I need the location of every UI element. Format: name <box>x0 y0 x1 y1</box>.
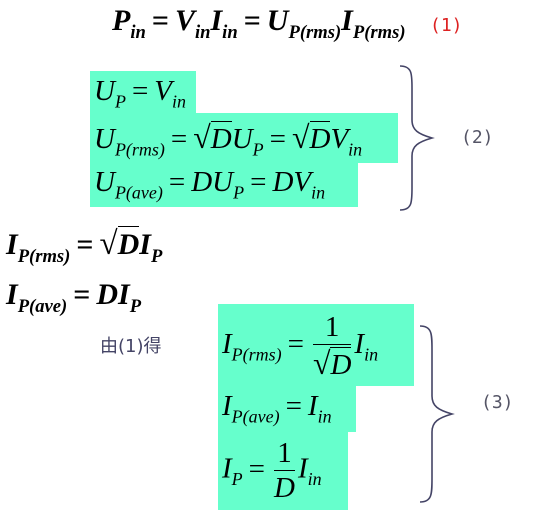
group-3-row-2: IP(ave)=Iin <box>222 390 332 427</box>
group-3-row-1-fraction: 1√D <box>312 311 352 382</box>
group-2-highlight-row-1 <box>90 71 196 113</box>
group-3-label: (3) <box>481 392 514 413</box>
group-2-label: (2) <box>461 127 494 148</box>
derive-note: 由(1)得 <box>100 336 162 357</box>
equation-1-label: (1) <box>430 15 463 36</box>
group-2-row-2: UP(rms)=√DUP=√DVin <box>94 120 363 160</box>
equation-1: Pin=VinIin=UP(rms)IP(rms) <box>112 4 406 43</box>
group-3-highlight-row-2 <box>218 386 356 432</box>
eq1-lhs: Pin <box>112 4 146 43</box>
group-2-brace <box>399 65 435 211</box>
equation-ip-ave: IP(ave)=DIP <box>6 278 142 317</box>
group-2-highlight-row-2 <box>90 113 398 163</box>
group-2-row-3: UP(ave)=DUP=DVin <box>94 166 326 203</box>
group-2-row-1: UP=Vin <box>94 75 186 112</box>
group-2-highlight-row-3 <box>90 163 358 207</box>
group-3-brace <box>419 325 455 503</box>
equation-ip-rms: IP(rms)=√DIP <box>6 226 163 267</box>
